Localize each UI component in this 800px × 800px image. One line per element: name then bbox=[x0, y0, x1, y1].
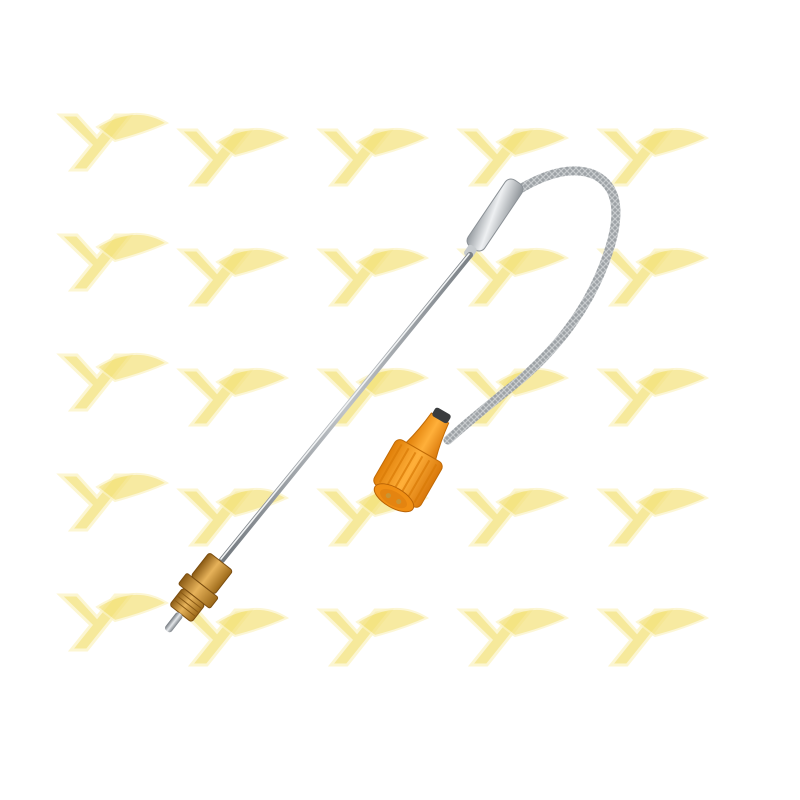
brand-logo-watermark-icon bbox=[58, 112, 169, 172]
brand-logo-watermark-icon bbox=[318, 247, 429, 307]
brand-logo-watermark-icon bbox=[58, 472, 169, 532]
brand-logo-watermark-icon bbox=[598, 367, 709, 427]
braided-cable bbox=[443, 166, 621, 445]
probe-rod bbox=[219, 252, 473, 563]
brand-logo-watermark-icon bbox=[58, 592, 169, 652]
brand-logo-watermark-icon bbox=[458, 247, 569, 307]
brand-logo-watermark-icon bbox=[318, 607, 429, 667]
brand-logo-watermark-icon bbox=[458, 607, 569, 667]
brand-logo-watermark-icon bbox=[598, 127, 709, 187]
brand-logo-watermark-icon bbox=[598, 247, 709, 307]
brand-logo-watermark-icon bbox=[58, 352, 169, 412]
brand-logo-watermark-icon bbox=[318, 127, 429, 187]
brand-logo-watermark-icon bbox=[458, 487, 569, 547]
brand-logo-watermark-icon bbox=[598, 487, 709, 547]
brand-logo-watermark-icon bbox=[178, 367, 289, 427]
brand-logo-watermark-icon bbox=[178, 607, 289, 667]
brand-logo-watermark-icon bbox=[598, 607, 709, 667]
brand-logo-watermark-icon bbox=[178, 247, 289, 307]
brand-logo-watermark-icon bbox=[178, 127, 289, 187]
brass-fitting bbox=[165, 553, 233, 633]
brand-logo-watermark-icon bbox=[58, 232, 169, 292]
orange-connector bbox=[373, 407, 451, 513]
